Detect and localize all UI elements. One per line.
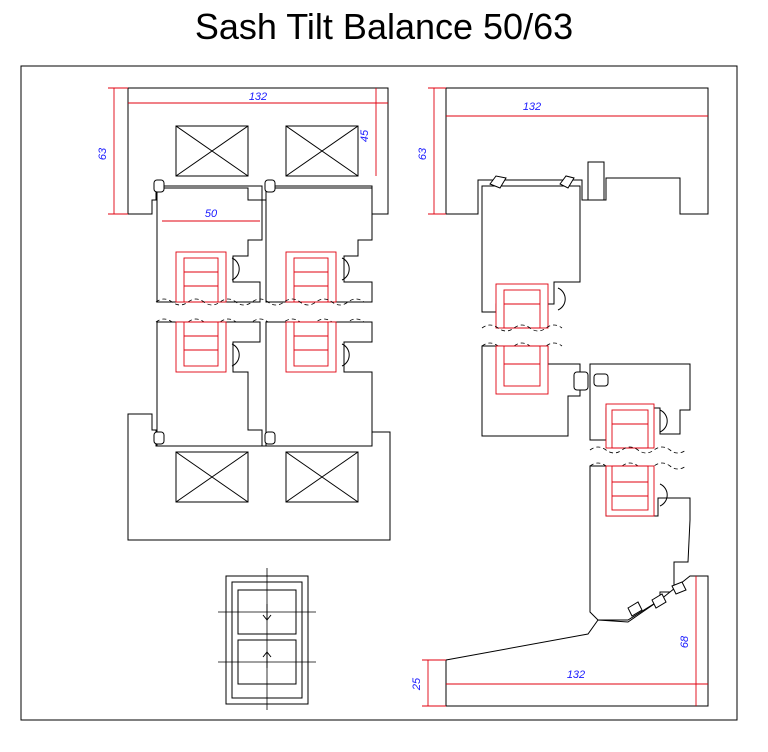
left-glass-dim: 45 (359, 129, 371, 142)
left-sash-dim: 50 (205, 208, 218, 220)
left-section: 132 63 45 50 (97, 87, 391, 710)
left-dimensions (108, 87, 388, 222)
right-head-frame (445, 87, 709, 215)
right-break-lines (481, 324, 563, 350)
right-upper-sash (481, 185, 581, 313)
left-top-blocks (175, 125, 359, 177)
left-upper-glazing (175, 251, 350, 303)
bottom-width-dim: 132 (567, 669, 585, 681)
right-lower-glazing-top (605, 403, 668, 449)
right-height-dim: 63 (417, 147, 429, 160)
left-seals (153, 179, 276, 445)
right-width-dim: 132 (523, 101, 541, 113)
left-lower-glazing (175, 321, 350, 373)
right-sill-frame (445, 575, 709, 707)
bottom-left-dim: 25 (411, 677, 423, 691)
arrow-down-icon (262, 604, 272, 621)
right-section: 132 63 132 25 68 (411, 87, 709, 707)
left-bottom-blocks (175, 451, 359, 503)
left-break-lines (155, 298, 365, 326)
window-elevation-icon (218, 568, 316, 710)
right-dimensions (422, 87, 708, 707)
left-sill-frame (127, 413, 391, 541)
left-width-dim: 132 (249, 91, 267, 103)
left-height-dim: 63 (97, 147, 109, 160)
right-seals (489, 175, 687, 617)
right-head-balance (587, 161, 605, 201)
drawing-border (20, 65, 738, 721)
right-lower-glazing-bottom (605, 465, 668, 517)
arrow-up-icon (262, 651, 272, 668)
right-upper-glazing (495, 283, 566, 329)
right-lower-sash (589, 363, 691, 441)
right-mid-glazing (495, 345, 549, 395)
bottom-right-dim: 68 (679, 635, 691, 648)
page-title: Sash Tilt Balance 50/63 (194, 6, 574, 47)
